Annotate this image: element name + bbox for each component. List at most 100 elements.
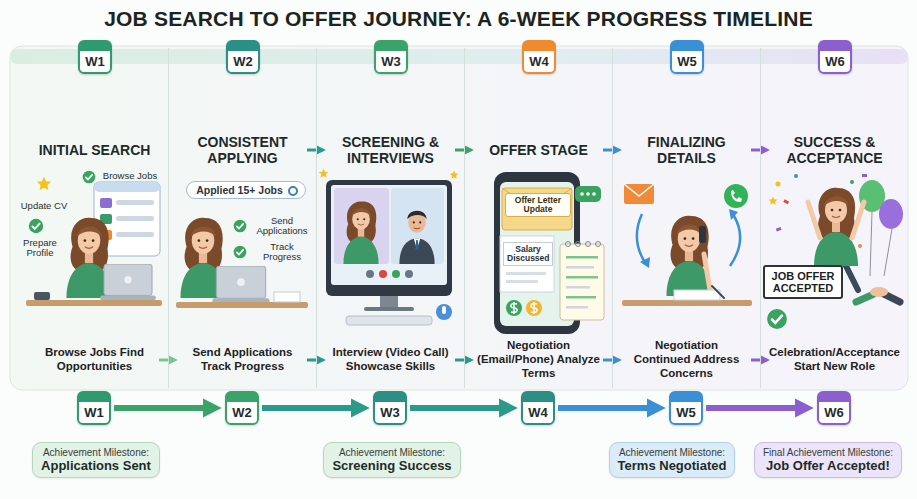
celebration-scene bbox=[776, 182, 781, 187]
note-text: Salary Discussed bbox=[507, 245, 549, 264]
celebration-scene bbox=[769, 197, 778, 205]
finalizing-scene bbox=[624, 184, 654, 204]
video-call-scene bbox=[391, 188, 444, 264]
offer-scene bbox=[506, 300, 522, 316]
celebration-scene bbox=[884, 229, 892, 276]
offer-scene bbox=[531, 302, 537, 314]
timeline-arrow bbox=[603, 149, 619, 152]
finalizing-scene bbox=[666, 216, 711, 296]
offer-scene bbox=[494, 172, 604, 334]
offer-scene bbox=[586, 242, 591, 247]
week-badge: W5 bbox=[669, 391, 703, 425]
finalizing-scene bbox=[704, 254, 710, 290]
offer-scene bbox=[566, 306, 588, 309]
week-badge: W6 bbox=[817, 391, 851, 425]
week-label: W1 bbox=[85, 54, 105, 69]
video-call-scene bbox=[364, 307, 414, 311]
step-description: Send Applications Track Progress bbox=[181, 346, 304, 374]
finalizing-scene bbox=[712, 286, 724, 298]
offer-scene bbox=[566, 266, 594, 269]
celebration-scene bbox=[808, 202, 820, 238]
celebration-scene bbox=[870, 212, 872, 276]
illustration-label: Track Progress bbox=[250, 242, 314, 263]
finalizing-scene bbox=[640, 257, 650, 268]
timeline-arrow bbox=[307, 149, 323, 152]
offer-scene bbox=[511, 302, 517, 314]
week-label: W4 bbox=[529, 54, 549, 69]
week-label: W6 bbox=[824, 405, 844, 420]
sign-text: JOB OFFER ACCEPTED bbox=[769, 270, 837, 294]
week-band bbox=[10, 49, 908, 64]
search-scene bbox=[100, 264, 156, 300]
search-bar: Applied 15+ Jobs bbox=[186, 181, 306, 199]
video-call-scene bbox=[442, 306, 446, 314]
celebration-scene bbox=[852, 202, 864, 238]
celebration-scene bbox=[783, 199, 789, 204]
offer-scene bbox=[586, 192, 590, 196]
milestone-label: Achievement Milestone: bbox=[618, 447, 727, 458]
week-badge: W4 bbox=[522, 40, 556, 74]
search-scene bbox=[116, 216, 154, 221]
milestone-value: Applications Sent bbox=[41, 458, 151, 473]
week-badge: W3 bbox=[373, 391, 407, 425]
applying-scene bbox=[234, 246, 247, 259]
column-heading: FINALIZING DETAILS bbox=[626, 134, 747, 166]
step-description: Interview (Video Call) Showcase Skills bbox=[329, 346, 452, 374]
celebration-scene bbox=[858, 244, 862, 248]
video-call-scene bbox=[319, 169, 459, 325]
week-column: FINALIZING DETAILSNegotiation Continued … bbox=[612, 48, 760, 388]
search-scene bbox=[29, 219, 43, 233]
milestone-value: Terms Negotiated bbox=[618, 458, 727, 473]
column-heading: INITIAL SEARCH bbox=[39, 142, 151, 158]
week-badge: W5 bbox=[670, 40, 704, 74]
video-call-scene bbox=[343, 201, 378, 264]
finalizing-scene bbox=[729, 209, 738, 220]
search-scene bbox=[100, 198, 112, 208]
milestone-box: Achievement Milestone:Applications Sent bbox=[32, 442, 160, 478]
search-text: Applied 15+ Jobs bbox=[196, 184, 283, 196]
week-badge: W1 bbox=[77, 391, 111, 425]
column-heading: SUCCESS & ACCEPTANCE bbox=[774, 134, 895, 166]
celebration-scene bbox=[844, 262, 858, 290]
search-scene bbox=[83, 171, 96, 184]
week-column: OFFER STAGENegotiation (Email/Phone) Ana… bbox=[464, 48, 612, 388]
week-label: W3 bbox=[381, 54, 401, 69]
week-badge: W2 bbox=[226, 40, 260, 74]
offer-scene bbox=[566, 286, 590, 289]
week-label: W3 bbox=[380, 405, 400, 420]
timeline-arrow bbox=[455, 359, 471, 362]
week-badge: W1 bbox=[78, 40, 112, 74]
video-call-scene bbox=[405, 270, 413, 278]
offer-scene bbox=[526, 300, 542, 316]
week-label: W2 bbox=[233, 54, 253, 69]
finalizing-scene bbox=[637, 214, 646, 264]
week-badge: W2 bbox=[225, 391, 259, 425]
illustration-label: Browse Jobs bbox=[94, 171, 166, 181]
step-description: Negotiation (Email/Phone) Analyze Terms bbox=[477, 339, 600, 380]
video-call-scene bbox=[450, 171, 459, 179]
celebration-scene bbox=[884, 294, 900, 302]
celebration-scene bbox=[862, 174, 867, 177]
illustration-label: Update CV bbox=[13, 201, 75, 211]
celebration-scene bbox=[767, 174, 903, 329]
offer-scene bbox=[526, 300, 542, 316]
week-badge: W4 bbox=[521, 391, 555, 425]
timeline-arrow bbox=[307, 359, 323, 362]
milestone-value: Job Offer Accepted! bbox=[763, 458, 893, 473]
illustration-label: Send Applications bbox=[250, 216, 314, 237]
celebration-scene bbox=[794, 174, 798, 178]
offer-scene bbox=[506, 272, 546, 275]
search-scene bbox=[26, 300, 162, 306]
column-heading: SCREENING & INTERVIEWS bbox=[330, 134, 451, 166]
milestone-label: Achievement Milestone: bbox=[41, 447, 151, 458]
timeline-arrow bbox=[558, 405, 660, 411]
search-scene bbox=[116, 200, 154, 205]
search-scene bbox=[94, 182, 160, 192]
offer-scene bbox=[566, 242, 571, 247]
video-call-scene bbox=[379, 270, 387, 278]
week-label: W6 bbox=[825, 54, 845, 69]
video-call-scene bbox=[319, 169, 329, 178]
